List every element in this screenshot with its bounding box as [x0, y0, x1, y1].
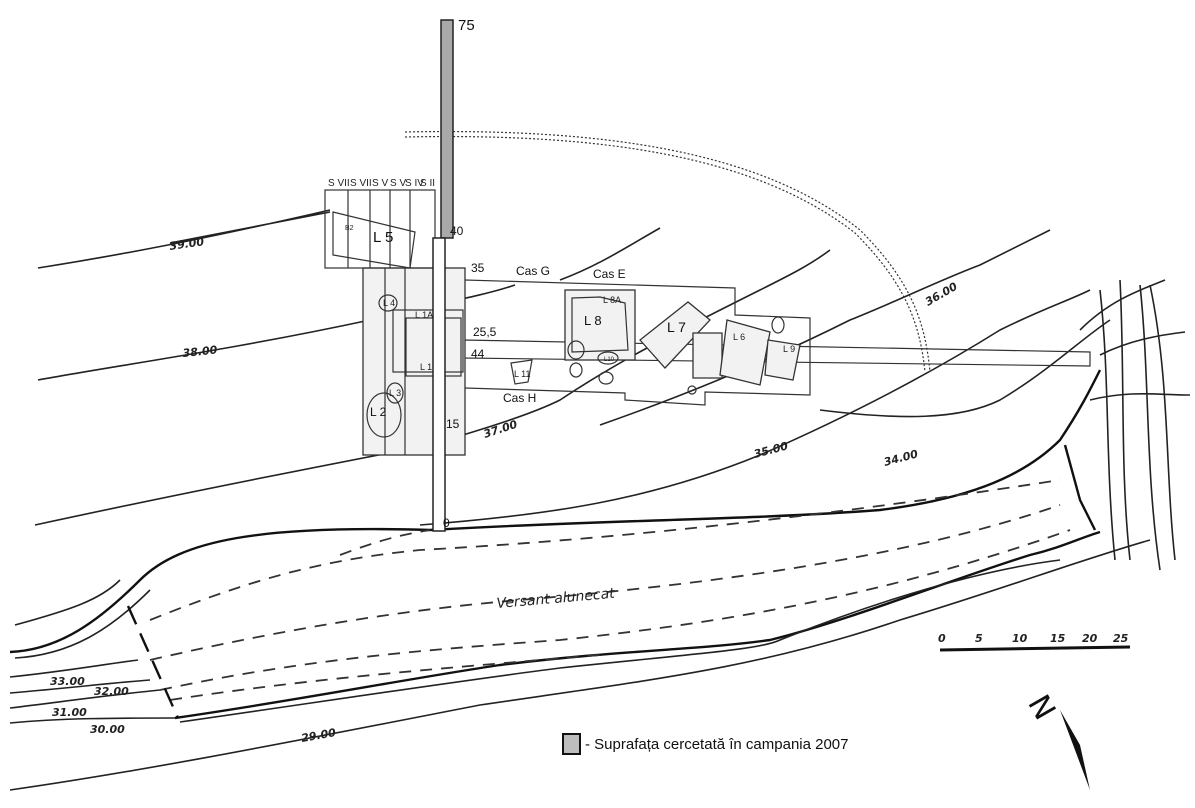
- slide-scarp-left: [126, 605, 180, 719]
- contour-label: 30.00: [90, 723, 125, 736]
- area-cas: [464, 279, 811, 406]
- pit: [567, 340, 585, 360]
- scale-tick: 25: [1113, 632, 1129, 645]
- label-cas-g: Cas G: [516, 264, 550, 278]
- label-l3: L 3: [389, 388, 401, 398]
- mark-44: 44: [471, 347, 485, 361]
- contour-right: [1089, 279, 1191, 571]
- contour-label: 36.00: [923, 280, 960, 309]
- feature-l10: [597, 351, 619, 365]
- mark-35: 35: [471, 261, 485, 275]
- slide-lower-edge: [174, 530, 1101, 720]
- mark-75: 75: [458, 17, 475, 34]
- feature-l8: [571, 296, 629, 353]
- area-north: [324, 189, 436, 269]
- label-l1: L 1: [420, 362, 432, 372]
- contour-31: [9, 689, 161, 709]
- scale-tick: 5: [975, 632, 983, 645]
- label-l6: L 6: [733, 332, 745, 342]
- section-lines: [347, 190, 411, 455]
- contour-label: 38.00: [182, 343, 218, 360]
- label-l5: L 5: [373, 229, 393, 246]
- feature-l4: [378, 294, 398, 312]
- surveyed-trench-2007: [440, 19, 454, 239]
- scale-tick: 20: [1082, 632, 1098, 645]
- main-trench: [432, 237, 446, 532]
- label-l4: L 4: [383, 298, 395, 308]
- section-label: S II: [420, 178, 435, 189]
- slide-scarp-right: [1063, 444, 1097, 531]
- label-cas-e: Cas E: [593, 267, 626, 281]
- feature-l5: [332, 211, 416, 269]
- scale-tick: 15: [1050, 632, 1066, 645]
- feature-l8-box: [564, 289, 636, 361]
- feature-l1a: [392, 309, 464, 373]
- slide-dashed-lines: [149, 479, 1071, 701]
- feature-l11: [510, 359, 533, 385]
- legend-swatch: [562, 733, 581, 755]
- feature-l9: [764, 339, 801, 381]
- label-l2: L 2: [370, 405, 387, 419]
- scale-bar: [939, 645, 1131, 652]
- feature-l2: [366, 392, 402, 438]
- label-l1a: L 1A: [415, 310, 433, 320]
- contour-30: [9, 717, 176, 724]
- label-cas-h: Cas H: [503, 391, 536, 405]
- north-label: N: [1020, 689, 1062, 726]
- slide-upper-edge2: [14, 579, 151, 659]
- contour-label: 31.00: [52, 706, 87, 719]
- contour-32: [9, 679, 151, 694]
- contour-35: [419, 289, 1091, 526]
- contour-36: [599, 229, 1051, 426]
- contour-37: [34, 249, 831, 526]
- scale-tick: 10: [1012, 632, 1028, 645]
- mark-15: 15: [446, 417, 460, 431]
- dotted-arc: [404, 130, 931, 373]
- legend-text: - Suprafața cercetată în campania 2007: [585, 735, 849, 753]
- contour-label: 29.00: [300, 726, 337, 745]
- contour-36a: [559, 227, 661, 281]
- contour-34: [819, 279, 1166, 418]
- feature-l6: [719, 319, 771, 386]
- mark-25-5: 25,5: [473, 325, 497, 339]
- pit: [569, 362, 583, 378]
- contour-29: [9, 539, 1151, 791]
- contour-label: 32.00: [94, 685, 129, 698]
- label-b2: B2: [345, 225, 354, 232]
- contour-label: 34.00: [882, 447, 919, 469]
- contour-label: 37.00: [482, 418, 519, 441]
- label-l9: L 9: [783, 344, 795, 354]
- feature-block: [692, 332, 723, 379]
- contour-label: 33.00: [50, 675, 85, 688]
- north-arrow-icon: [1060, 710, 1090, 790]
- label-l7: L 7: [667, 319, 686, 335]
- slide-upper-edge: [9, 369, 1102, 654]
- section-label: S IV: [405, 178, 424, 189]
- mark-0: 0: [443, 516, 450, 530]
- label-l8: L 8: [584, 313, 602, 328]
- contour-33: [9, 659, 139, 678]
- label-l10: L10: [604, 357, 615, 363]
- section-label: S VII: [328, 178, 350, 189]
- label-l11: L 11: [514, 369, 531, 379]
- label-l8a: L 8A: [603, 295, 621, 305]
- contour-39: [37, 209, 331, 269]
- pit: [687, 385, 697, 395]
- contour-label: 35.00: [752, 439, 789, 461]
- section-label: S V: [390, 178, 406, 189]
- slope-label: Versant alunecat: [496, 586, 616, 612]
- pit: [598, 371, 614, 385]
- scale-tick: 0: [938, 632, 946, 645]
- contour-label: 39.00: [169, 235, 206, 253]
- legend: - Suprafața cercetată în campania 2007: [562, 733, 849, 755]
- pit: [771, 316, 785, 334]
- section-label: S V: [372, 178, 388, 189]
- slide-lower-2: [179, 559, 1061, 723]
- section-label: S VII: [350, 178, 372, 189]
- feature-l7: [639, 301, 711, 369]
- mark-40: 40: [450, 224, 464, 238]
